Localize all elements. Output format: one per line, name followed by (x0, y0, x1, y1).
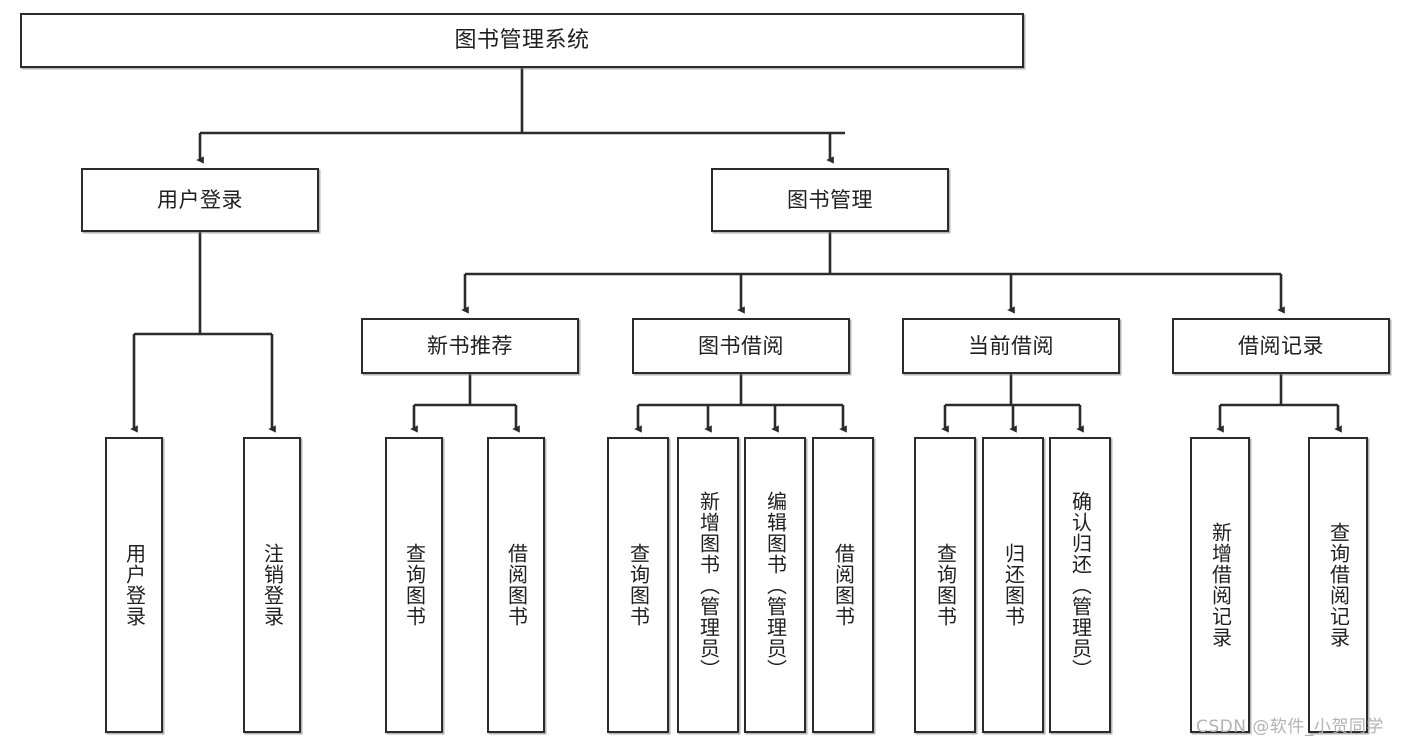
node-current-borrow[interactable]: 当前借阅 (902, 318, 1120, 374)
node-leaf-add-borrow-record[interactable]: 新增借阅记录 (1190, 437, 1250, 733)
node-leaf-borrow-book-recommend[interactable]: 借阅图书 (487, 437, 545, 733)
node-leaf-confirm-return-admin[interactable]: 确认归还（管理员） (1049, 437, 1111, 733)
node-book-management-module-label: 图书管理 (787, 187, 873, 212)
node-book-borrow[interactable]: 图书借阅 (632, 318, 850, 374)
node-leaf-edit-book-admin-label: 编辑图书（管理员） (763, 490, 788, 680)
node-leaf-logout-login[interactable]: 注销登录 (243, 437, 301, 733)
node-leaf-edit-book-admin[interactable]: 编辑图书（管理员） (744, 437, 806, 733)
node-borrow-record[interactable]: 借阅记录 (1172, 318, 1390, 374)
node-leaf-user-login[interactable]: 用户登录 (105, 437, 163, 733)
node-root-label: 图书管理系统 (454, 27, 590, 53)
node-leaf-add-borrow-record-label: 新增借阅记录 (1208, 522, 1233, 648)
node-leaf-query-book-current-label: 查询图书 (933, 543, 958, 627)
node-new-book-recommend[interactable]: 新书推荐 (361, 318, 579, 374)
node-user-login-module-label: 用户登录 (157, 187, 243, 212)
node-borrow-record-label: 借阅记录 (1238, 333, 1324, 358)
node-leaf-query-book-borrow-label: 查询图书 (626, 543, 651, 627)
node-book-management-module[interactable]: 图书管理 (711, 168, 949, 232)
node-leaf-query-book-recommend-label: 查询图书 (402, 543, 427, 627)
csdn-watermark: CSDN @软件_小贺同学 (1196, 717, 1384, 737)
node-leaf-query-book-recommend[interactable]: 查询图书 (385, 437, 443, 733)
node-leaf-add-book-admin-label: 新增图书（管理员） (696, 490, 721, 680)
node-leaf-query-borrow-record-label: 查询借阅记录 (1326, 522, 1351, 648)
node-book-borrow-label: 图书借阅 (698, 333, 784, 358)
node-leaf-query-borrow-record[interactable]: 查询借阅记录 (1308, 437, 1368, 733)
node-leaf-user-login-label: 用户登录 (122, 543, 147, 627)
node-leaf-logout-login-label: 注销登录 (260, 543, 285, 627)
node-user-login-module[interactable]: 用户登录 (81, 168, 319, 232)
node-leaf-borrow-book-label: 借阅图书 (831, 543, 856, 627)
node-leaf-borrow-book[interactable]: 借阅图书 (812, 437, 874, 733)
node-new-book-recommend-label: 新书推荐 (427, 333, 513, 358)
node-root[interactable]: 图书管理系统 (20, 13, 1024, 68)
node-leaf-query-book-current[interactable]: 查询图书 (914, 437, 976, 733)
node-leaf-query-book-borrow[interactable]: 查询图书 (607, 437, 669, 733)
node-leaf-return-book-label: 归还图书 (1001, 543, 1026, 627)
node-current-borrow-label: 当前借阅 (968, 333, 1054, 358)
node-leaf-borrow-book-recommend-label: 借阅图书 (504, 543, 529, 627)
node-leaf-return-book[interactable]: 归还图书 (982, 437, 1044, 733)
node-leaf-confirm-return-admin-label: 确认归还（管理员） (1068, 490, 1093, 680)
node-leaf-add-book-admin[interactable]: 新增图书（管理员） (677, 437, 739, 733)
